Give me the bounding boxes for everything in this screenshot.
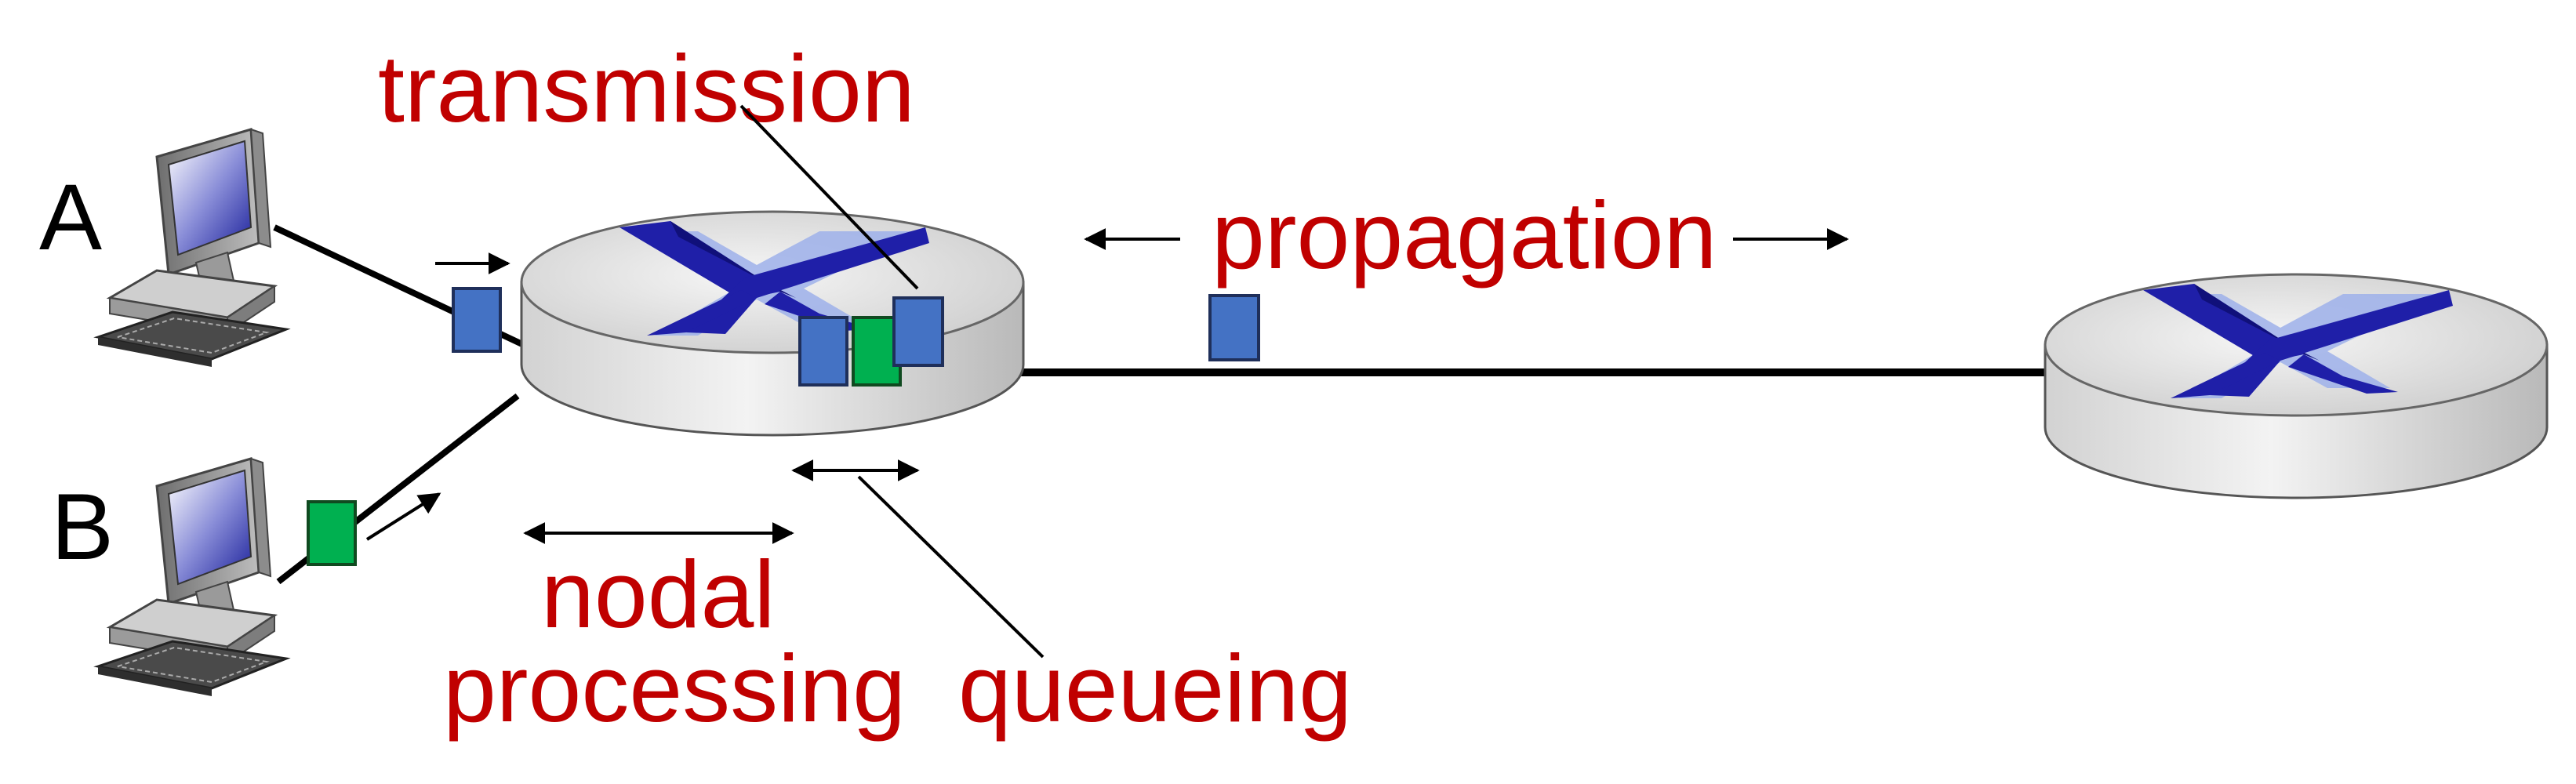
router-icon (520, 210, 1025, 437)
router-right (2044, 273, 2549, 499)
packet-transmitting (892, 296, 944, 367)
packet-on-link-a (452, 287, 502, 353)
host-a-label: A (39, 165, 102, 270)
label-processing: processing (443, 635, 906, 742)
router-left (520, 210, 1025, 437)
packet-queued-1 (798, 316, 848, 387)
label-propagation: propagation (1212, 182, 1717, 289)
desktop-computer-icon (96, 457, 288, 698)
desktop-computer-icon (96, 128, 288, 368)
arrow-link-b (365, 492, 441, 541)
label-queueing: queueing (958, 635, 1352, 742)
host-b-label: B (51, 474, 114, 579)
packet-on-link-b (307, 500, 357, 566)
host-b: B (51, 457, 288, 698)
pointer-queueing (857, 475, 1045, 659)
label-transmission: transmission (378, 35, 915, 142)
host-a: A (39, 128, 288, 368)
pointer-transmission (739, 104, 919, 290)
router-icon (2044, 273, 2549, 499)
packet-propagating (1208, 294, 1260, 361)
label-nodal: nodal (541, 541, 776, 648)
